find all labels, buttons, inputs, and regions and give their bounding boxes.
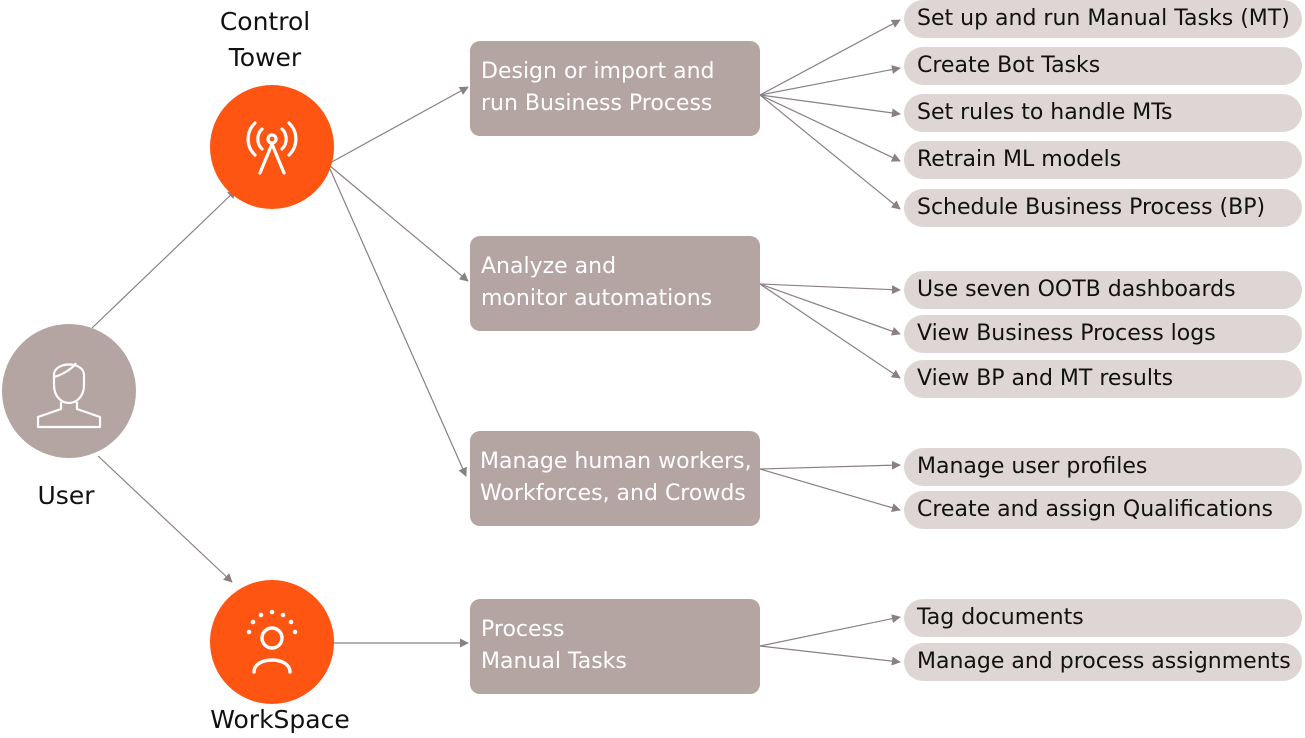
process-box-line1: Analyze and [481, 254, 617, 279]
arrow-manage-to-task-9 [759, 460, 901, 470]
arrow-design-to-task-4 [759, 94, 901, 162]
process-box-line2: Workforces, and Crowds [480, 481, 746, 506]
worker-person-icon [246, 609, 298, 674]
process-box-manual-tasks: Process Manual Tasks [470, 599, 760, 694]
process-box-manage: Manage human workers, Workforces, and Cr… [470, 431, 760, 526]
user-label: User [37, 481, 95, 510]
task-pill: Use seven OOTB dashboards [904, 271, 1302, 309]
arrow-user-to-control-tower [91, 189, 237, 329]
task-pill: Retrain ML models [904, 141, 1302, 179]
control-tower-label-line2: Tower [228, 43, 302, 72]
antenna-tower-icon [246, 121, 298, 175]
arrow-tower-to-manage [329, 168, 467, 477]
process-box-line2: run Business Process [481, 91, 713, 116]
arrow-design-to-task-2 [759, 65, 901, 96]
arrow-tower-to-design [329, 86, 469, 164]
workspace-node [210, 580, 334, 704]
process-box-analyze: Analyze and monitor automations [470, 236, 760, 331]
arrow-design-to-task-5 [759, 94, 901, 210]
arrow-process-to-task-11 [759, 614, 901, 647]
process-box-line1: Manage human workers, [480, 449, 752, 474]
process-box-line1: Design or import and [481, 59, 715, 84]
task-pill: Set rules to handle MTs [904, 94, 1302, 132]
arrow-analyze-to-task-6 [759, 283, 901, 295]
task-pill: Manage user profiles [904, 448, 1302, 486]
task-pill: Create Bot Tasks [904, 47, 1302, 85]
process-box-line2: Manual Tasks [481, 649, 627, 674]
control-tower-node [210, 85, 334, 209]
arrow-process-to-task-12 [759, 645, 901, 666]
task-pill: Set up and run Manual Tasks (MT) [904, 0, 1302, 38]
task-pill: View Business Process logs [904, 315, 1302, 353]
process-box-line2: monitor automations [481, 286, 713, 311]
arrow-tower-to-analyze [329, 165, 469, 282]
user-node [2, 324, 136, 458]
task-pill: Schedule Business Process (BP) [904, 189, 1302, 227]
arrow-user-to-workspace [97, 455, 233, 583]
task-pill: Create and assign Qualifications [904, 491, 1302, 529]
task-pill: View BP and MT results [904, 360, 1302, 398]
control-tower-label-line1: Control [219, 7, 311, 36]
task-pill: Tag documents [904, 599, 1302, 637]
arrow-analyze-to-task-7 [759, 283, 901, 336]
arrow-analyze-to-task-8 [759, 283, 901, 379]
process-box-line1: Process [481, 617, 565, 642]
process-box-design: Design or import and run Business Proces… [470, 41, 760, 136]
user-person-icon [36, 362, 102, 429]
arrow-manage-to-task-10 [759, 468, 901, 513]
arrow-design-to-task-3 [759, 94, 901, 118]
control-tower-label: Control Tower [205, 4, 325, 76]
arrow-design-to-task-1 [759, 19, 901, 96]
task-pill: Manage and process assignments [904, 643, 1302, 681]
workspace-label: WorkSpace [210, 705, 350, 734]
